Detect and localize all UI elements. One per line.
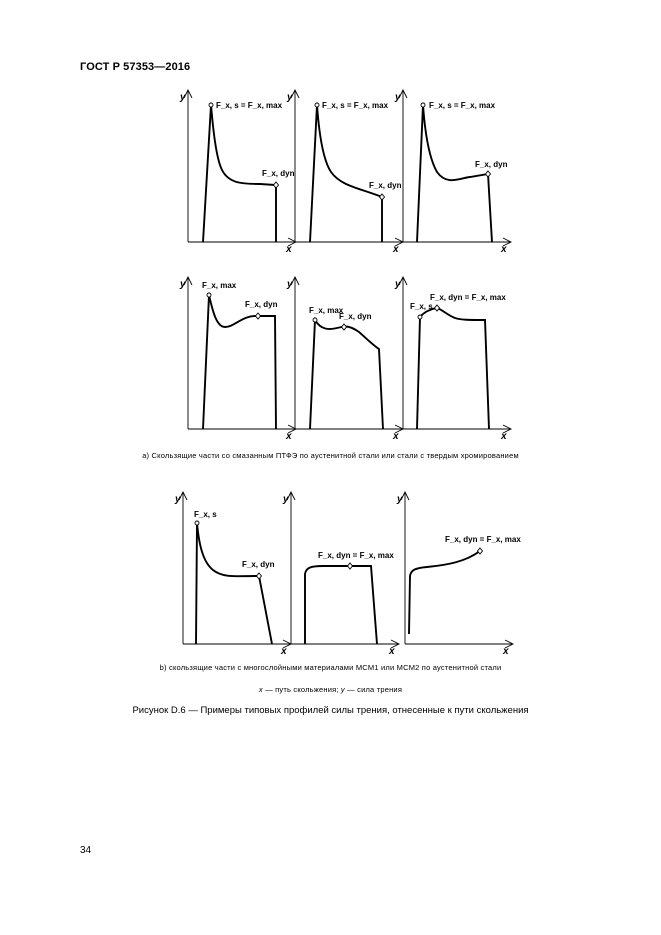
label-max: F_x, max xyxy=(202,281,237,290)
y-axis-label: y xyxy=(174,494,181,505)
friction-plot-7: y x F_x, s F_x, dyn xyxy=(174,490,293,657)
legend-y-desc: — сила трения xyxy=(344,685,403,694)
x-axis-label: x xyxy=(392,244,399,255)
y-axis-label: y xyxy=(282,494,289,505)
label-dynamic: F_x, dyn xyxy=(475,160,508,169)
page-number: 34 xyxy=(80,845,92,856)
friction-plot-6: y x F_x, s F_x, dyn = F_x, max xyxy=(394,275,513,442)
y-axis-label: y xyxy=(394,92,401,103)
label-dynamic: F_x, dyn xyxy=(262,169,295,178)
label-dynamic: F_x, dyn xyxy=(245,300,278,309)
label-static: F_x, s xyxy=(410,302,433,311)
x-axis-label: x xyxy=(392,431,399,442)
y-axis-label: y xyxy=(286,279,293,290)
friction-plot-9: y x F_x, dyn = F_x, max xyxy=(396,490,521,657)
friction-plot-5: y x F_x, max F_x, dyn xyxy=(286,275,405,442)
x-axis-label: x xyxy=(388,646,395,657)
legend-x-desc: — путь скольжения; xyxy=(262,685,341,694)
x-axis-label: x xyxy=(500,431,507,442)
label-max: F_x, max xyxy=(309,306,344,315)
caption-a: а) Скользящие части со смазанным ПТФЭ по… xyxy=(142,451,519,460)
page-header: ГОСТ Р 57353—2016 xyxy=(80,61,191,73)
y-axis-label: y xyxy=(396,494,403,505)
x-axis-label: x xyxy=(280,646,287,657)
label-dynamic-max: F_x, dyn = F_x, max xyxy=(318,551,394,560)
label-dynamic-max: F_x, dyn = F_x, max xyxy=(445,535,521,544)
label-static-max: F_x, s = F_x, max xyxy=(429,101,496,110)
friction-plot-8: y x F_x, dyn = F_x, max xyxy=(282,490,401,657)
x-axis-label: x xyxy=(502,646,509,657)
y-axis-label: y xyxy=(394,279,401,290)
label-dynamic: F_x, dyn xyxy=(369,181,402,190)
y-axis-label: y xyxy=(286,92,293,103)
label-dynamic-max: F_x, dyn = F_x, max xyxy=(430,293,506,302)
friction-plot-2: y x F_x, s = F_x, max F_x, dyn xyxy=(286,88,405,255)
friction-plot-4: y x F_x, max F_x, dyn xyxy=(179,275,298,442)
label-static: F_x, s xyxy=(194,510,217,519)
label-static-max: F_x, s = F_x, max xyxy=(216,101,283,110)
friction-plot-1: y x F_x, s = F_x, max F_x, dyn xyxy=(179,88,298,255)
label-dynamic: F_x, dyn xyxy=(339,312,372,321)
legend-x-symbol: x xyxy=(258,685,263,694)
label-static-max: F_x, s = F_x, max xyxy=(322,101,389,110)
x-axis-label: x xyxy=(285,431,292,442)
y-axis-label: y xyxy=(179,92,186,103)
x-axis-label: x xyxy=(500,244,507,255)
label-dynamic: F_x, dyn xyxy=(242,560,275,569)
friction-plot-3: y x F_x, s = F_x, max F_x, dyn xyxy=(394,88,513,255)
y-axis-label: y xyxy=(179,279,186,290)
figure-title: Рисунок D.6 — Примеры типовых профилей с… xyxy=(132,705,529,716)
caption-b: b) скользящие части с многослойными мате… xyxy=(159,663,502,672)
x-axis-label: x xyxy=(285,244,292,255)
legend: x — путь скольжения; y — сила трения xyxy=(0,685,661,694)
legend-y-symbol: y xyxy=(340,685,345,694)
